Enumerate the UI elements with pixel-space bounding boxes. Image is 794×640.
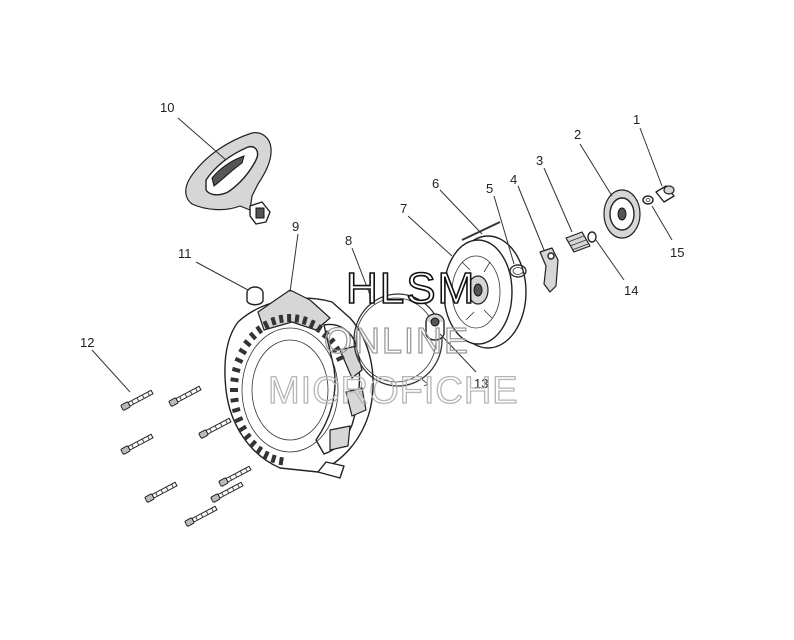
- vent-slot: [315, 324, 324, 334]
- callout-4: 4: [510, 172, 517, 187]
- part-4-pawl[interactable]: [539, 247, 559, 293]
- screw: [184, 505, 218, 527]
- vent-slot: [335, 354, 345, 362]
- vent-slot: [248, 331, 258, 341]
- screw: [210, 481, 244, 503]
- callout-14: 14: [624, 283, 638, 298]
- watermark-line-1: HLSM: [346, 264, 476, 313]
- callout-5: 5: [486, 181, 493, 196]
- watermark: MICROFICHE ONLINE HLSM: [267, 263, 519, 412]
- part-13-bushing[interactable]: [425, 313, 445, 341]
- part-3-friction-spring[interactable]: [565, 231, 597, 253]
- vent-slot: [327, 337, 336, 346]
- callout-8: 8: [345, 233, 352, 248]
- part-15-washer[interactable]: [642, 195, 654, 205]
- callout-6: 6: [432, 176, 439, 191]
- screw: [120, 389, 154, 411]
- vent-slot: [238, 424, 248, 433]
- callout-labels: 1 2 3 4 5 6 7 8 9 10 11 12 13 14 15: [80, 100, 684, 391]
- vent-slot: [278, 314, 284, 324]
- callout-12: 12: [80, 335, 94, 350]
- vent-slot: [231, 366, 241, 373]
- vent-slot: [331, 345, 341, 354]
- vent-slot: [238, 347, 248, 356]
- callout-13: 13: [474, 376, 488, 391]
- vent-slot: [255, 445, 264, 455]
- vent-slot: [243, 339, 252, 348]
- vent-slot: [321, 330, 330, 339]
- vent-slot: [243, 432, 252, 441]
- vent-slot: [230, 388, 238, 392]
- vent-slot: [262, 320, 270, 330]
- screw: [144, 481, 178, 503]
- vent-slot: [301, 316, 308, 325]
- part-10-starter-handle[interactable]: [185, 132, 272, 225]
- vent-slot: [308, 319, 316, 329]
- vent-slot: [230, 397, 239, 403]
- vent-slot: [294, 314, 300, 323]
- vent-slot: [231, 407, 241, 414]
- vent-slot: [255, 325, 264, 335]
- part-2-retainer-plate[interactable]: [603, 189, 641, 239]
- screw: [168, 385, 202, 407]
- part-5-spring[interactable]: [509, 264, 527, 278]
- part-7-pulley[interactable]: [443, 235, 527, 349]
- vent-slot: [270, 454, 277, 464]
- callout-11: 11: [178, 246, 192, 261]
- vent-slot: [262, 450, 270, 460]
- part-1-bolt[interactable]: [655, 185, 675, 203]
- callout-10: 10: [160, 100, 174, 115]
- callout-7: 7: [400, 201, 407, 216]
- vent-slot: [230, 377, 239, 383]
- leader-lines: [91, 117, 673, 393]
- callout-15: 15: [670, 245, 684, 260]
- callout-1: 1: [633, 112, 640, 127]
- callout-9: 9: [292, 219, 299, 234]
- vent-slot: [287, 313, 292, 323]
- watermark-line-2: ONLINE: [324, 320, 470, 361]
- callout-3: 3: [536, 153, 543, 168]
- part-11-cap[interactable]: [246, 286, 264, 306]
- vent-slot: [234, 356, 244, 364]
- vent-slot: [270, 316, 277, 326]
- vent-slot: [278, 456, 284, 466]
- screw: [218, 465, 252, 487]
- part-6-starter-rope[interactable]: [461, 221, 501, 241]
- vent-slot: [248, 439, 258, 449]
- callout-2: 2: [574, 127, 581, 142]
- part-12-screws[interactable]: [120, 385, 252, 527]
- watermark-line-3: MICROFICHE: [268, 370, 519, 412]
- housing-vent-slots: [230, 313, 345, 466]
- screw: [198, 417, 232, 439]
- screw: [120, 433, 154, 455]
- vent-slot: [234, 416, 244, 424]
